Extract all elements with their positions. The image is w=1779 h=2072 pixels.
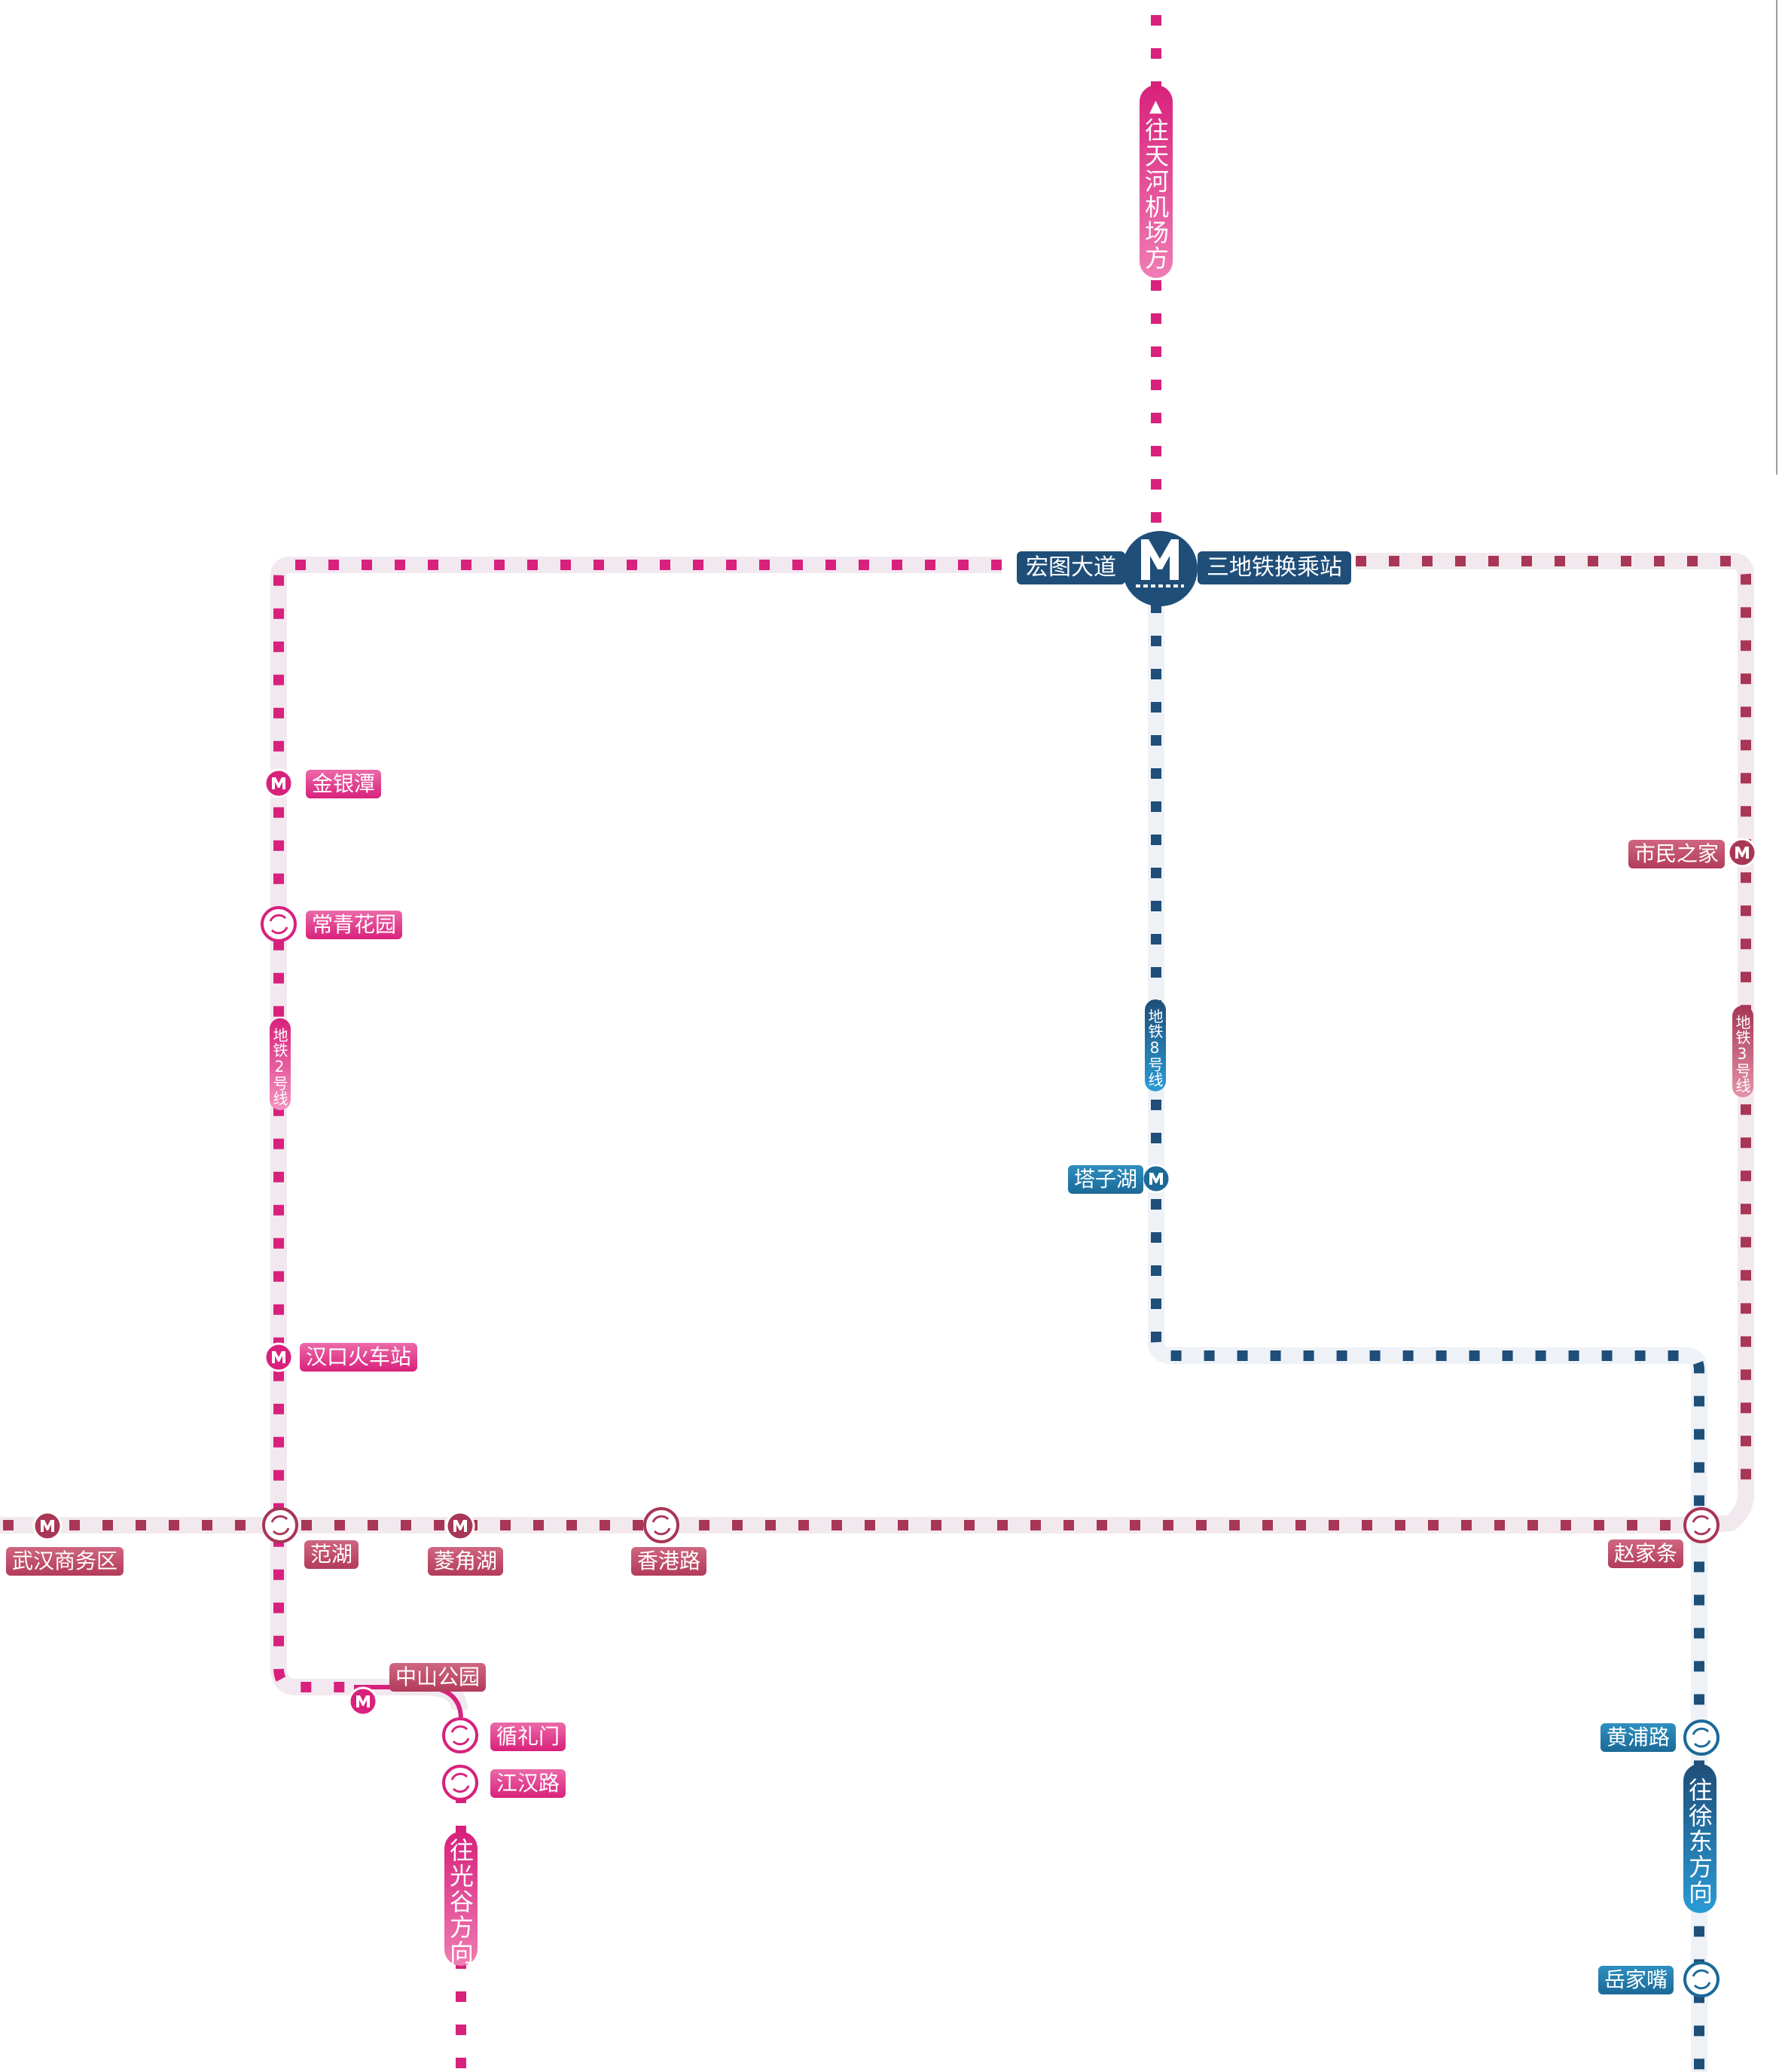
line-3-tag: 地铁3号线 [1732,1005,1753,1097]
station-label-yuejiazui[interactable]: 岳家嘴 [1598,1966,1674,1994]
direction-tianhe-label: 往天河机场方向 [1106,117,1170,271]
station-label-zhongshan-park[interactable]: 中山公园 [389,1663,487,1692]
direction-tianhe[interactable]: ▲往天河机场方向 [1106,85,1173,278]
transfer-cycle-icon[interactable] [1683,1961,1719,1997]
transfer-cycle-icon[interactable] [442,1765,478,1801]
transfer-cycle-icon[interactable] [261,906,297,942]
station-label-xianggang[interactable]: 香港路 [631,1547,707,1576]
station-label-xunlimen[interactable]: 循礼门 [490,1723,566,1751]
transfer-cycle-icon[interactable] [643,1507,679,1543]
arrow-down-icon: ▼ [1658,1831,1677,1852]
line-2-tag: 地铁2号线 [270,1018,291,1110]
station-label-fanhu[interactable]: 范湖 [304,1540,359,1569]
station-label-linjiaohu[interactable]: 菱角湖 [428,1547,504,1576]
metro-m-icon[interactable] [445,1511,475,1541]
station-label-zhaojiatiao[interactable]: 赵家条 [1608,1540,1684,1568]
direction-xudong-label: 往徐东方向 [1685,1778,1713,1906]
line-8-track [1148,603,1707,2072]
line-8-tag: 地铁8号线 [1145,999,1166,1091]
metro-m-icon[interactable] [32,1511,63,1541]
transfer-cycle-icon[interactable] [262,1507,298,1543]
arrow-up-icon: ▲ [1146,96,1165,117]
direction-guanggu[interactable]: 往光谷方向 [444,1832,478,1966]
metro-m-icon[interactable] [264,768,294,798]
transfer-cycle-icon[interactable] [1683,1507,1719,1543]
station-label-shiminzhijia[interactable]: 市民之家 [1628,840,1726,868]
hub-label-left[interactable]: 宏图大道 [1017,551,1125,584]
station-label-wuhan-cbd[interactable]: 武汉商务区 [6,1547,124,1576]
station-label-jianghan[interactable]: 江汉路 [490,1769,566,1798]
station-label-huangpu[interactable]: 黄浦路 [1600,1723,1677,1752]
transfer-cycle-icon[interactable] [442,1717,478,1753]
metro-m-icon[interactable] [348,1686,378,1716]
transfer-cycle-icon[interactable] [1683,1720,1719,1756]
hub-label-right[interactable]: 三地铁换乘站 [1198,551,1351,584]
line-3-track [0,553,1754,1533]
metro-m-icon[interactable] [1727,838,1757,868]
hub-metro-icon[interactable] [1122,531,1198,606]
station-label-hankou-station[interactable]: 汉口火车站 [300,1343,418,1372]
station-label-tazihu[interactable]: 塔子湖 [1068,1165,1144,1194]
direction-xudong[interactable]: 往徐东方向 ▼ [1658,1764,1716,1913]
line-2-track [270,15,1161,2072]
metro-m-icon[interactable] [1141,1164,1171,1194]
station-label-jinyintan[interactable]: 金银潭 [306,770,382,798]
page-edge-line [1776,0,1777,475]
station-label-changqing[interactable]: 常青花园 [306,911,403,939]
metro-m-icon[interactable] [264,1342,294,1372]
